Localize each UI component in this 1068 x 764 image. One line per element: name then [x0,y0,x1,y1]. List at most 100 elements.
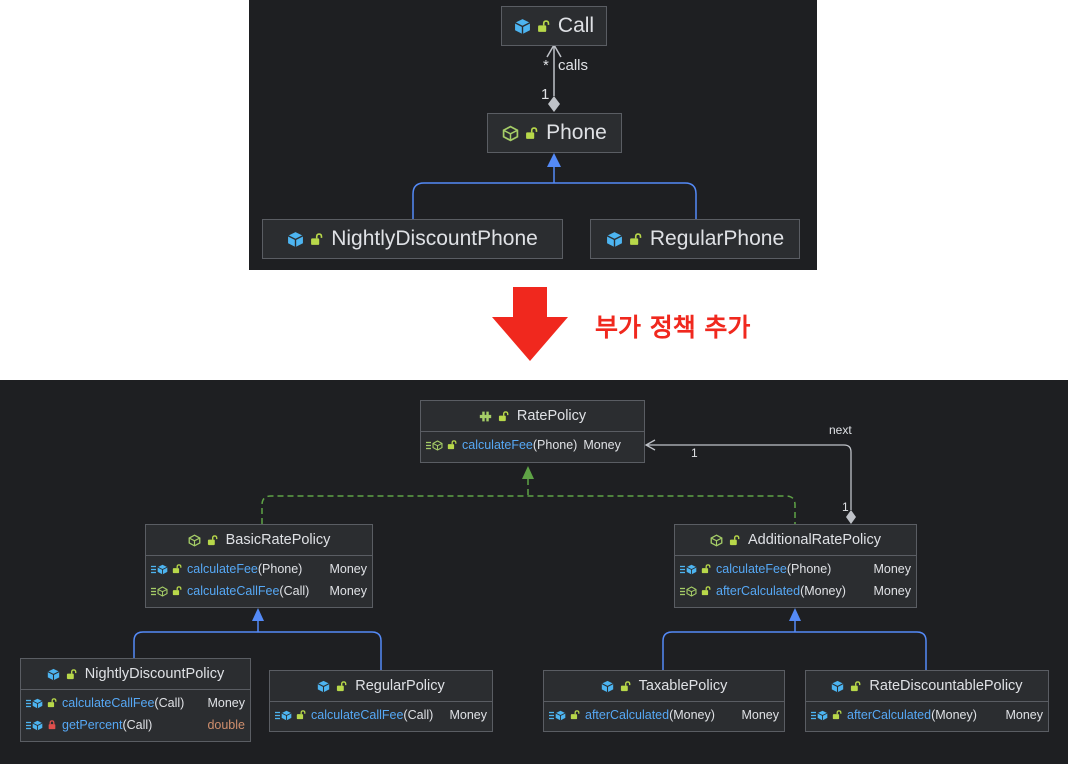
method-params: (Money) [800,584,846,598]
class-name: NightlyDiscountPolicy [84,666,225,682]
unlocked-icon [172,586,182,596]
unlocked-icon [620,680,631,692]
class-icon [601,680,614,693]
class-name: BasicRatePolicy [225,532,331,548]
unlocked-icon [570,710,580,720]
return-type: Money [329,562,367,576]
method-name: calculateFee [716,562,787,576]
class-taxable-policy[interactable]: TaxablePolicy afterCalculated (Money) Mo… [543,670,785,732]
method-name: afterCalculated [847,708,932,722]
method-params: (Money) [669,708,715,722]
class-regular-phone[interactable]: RegularPhone [590,219,800,259]
return-type: Money [449,708,487,722]
member-row[interactable]: calculateCallFee (Call) Money [146,580,372,602]
method-name: afterCalculated [716,584,801,598]
unlocked-icon [296,710,306,720]
annotation-text: 부가 정책 추가 [595,313,751,342]
next-association-arrowhead [644,439,656,451]
member-row[interactable]: afterCalculated (Money) Money [544,704,784,726]
method-icon [680,564,697,575]
member-row[interactable]: calculateCallFee (Call) Money [270,704,492,726]
unlocked-icon [701,586,711,596]
class-icon [831,680,844,693]
basic-rate-policy-inheritance-lines [133,620,382,670]
abstract-method-icon [151,585,168,597]
member-row[interactable]: calculateFee (Phone) Money [146,558,372,580]
composition-diamond [548,96,560,112]
member-row[interactable]: afterCalculated (Money) Money [806,704,1048,726]
class-phone[interactable]: Phone [487,113,622,153]
return-type: Money [1005,708,1043,722]
phone-inheritance-arrowhead [547,153,561,167]
interface-rate-policy[interactable]: RatePolicy calculateFee (Phone) Money [420,400,645,463]
class-name: RateDiscountablePolicy [869,678,1023,694]
abstract-class-icon [710,533,723,547]
method-icon [151,564,168,575]
class-name: Call [557,14,595,37]
class-nightly-discount-policy[interactable]: NightlyDiscountPolicy calculateCallFee (… [20,658,251,742]
class-name: NightlyDiscountPhone [331,227,538,250]
unlocked-icon [729,534,740,546]
unlocked-icon [832,710,842,720]
method-params: (Call) [154,696,185,710]
class-icon [317,680,330,693]
return-type: double [207,718,245,732]
association-multiplicity-phone: 1 [541,86,550,103]
return-type: Money [583,438,621,452]
method-params: (Call) [122,718,153,732]
class-icon [47,668,60,681]
class-name: RatePolicy [516,408,587,424]
class-icon [606,231,623,248]
member-row[interactable]: getPercent (Call) double [21,714,250,736]
method-icon [26,720,43,731]
unlocked-icon [498,410,509,422]
unlocked-icon [47,698,57,708]
member-row[interactable]: afterCalculated (Money) Money [675,580,916,602]
unlocked-icon [207,534,218,546]
unlocked-icon [66,668,77,680]
unlocked-icon [537,19,550,33]
realization-lines [261,479,796,524]
member-row[interactable]: calculateCallFee (Call) Money [21,692,250,714]
method-name: getPercent [62,718,123,732]
unlocked-icon [525,126,538,140]
class-additional-rate-policy[interactable]: AdditionalRatePolicy calculateFee (Phone… [674,524,917,608]
unlocked-icon [172,564,182,574]
abstract-class-icon [188,533,201,547]
method-icon [275,710,292,721]
return-type: Money [741,708,779,722]
method-params: (Phone) [532,438,578,452]
class-rate-discountable-policy[interactable]: RateDiscountablePolicy afterCalculated (… [805,670,1049,732]
return-type: Money [329,584,367,598]
class-nightly-discount-phone[interactable]: NightlyDiscountPhone [262,219,563,259]
class-call[interactable]: Call [501,6,607,46]
method-params: (Call) [279,584,310,598]
member-row[interactable]: calculateFee (Phone) Money [675,558,916,580]
phone-inheritance-lines [412,166,697,220]
unlocked-icon [310,232,323,246]
class-icon [514,18,531,35]
down-arrow-icon [492,287,568,361]
unlocked-icon [447,440,457,450]
method-name: calculateFee [187,562,258,576]
next-association-label: next [829,423,852,437]
method-icon [26,698,43,709]
class-regular-policy[interactable]: RegularPolicy calculateCallFee (Call) Mo… [269,670,493,732]
association-multiplicity-call: * [543,57,549,74]
abstract-class-icon [502,125,519,142]
class-basic-rate-policy[interactable]: BasicRatePolicy calculateFee (Phone) Mon… [145,524,373,608]
member-row[interactable]: calculateFee (Phone) Money [421,434,644,456]
realization-arrowhead [522,466,534,479]
abstract-method-icon [680,585,697,597]
next-multiplicity-source: 1 [842,500,849,514]
return-type: Money [207,696,245,710]
return-type: Money [873,562,911,576]
class-name: RegularPolicy [355,678,445,694]
method-name: calculateCallFee [311,708,404,722]
method-name: afterCalculated [585,708,670,722]
method-name: calculateCallFee [187,584,280,598]
class-name: AdditionalRatePolicy [748,532,881,548]
method-icon [549,710,566,721]
class-name: Phone [546,121,607,144]
